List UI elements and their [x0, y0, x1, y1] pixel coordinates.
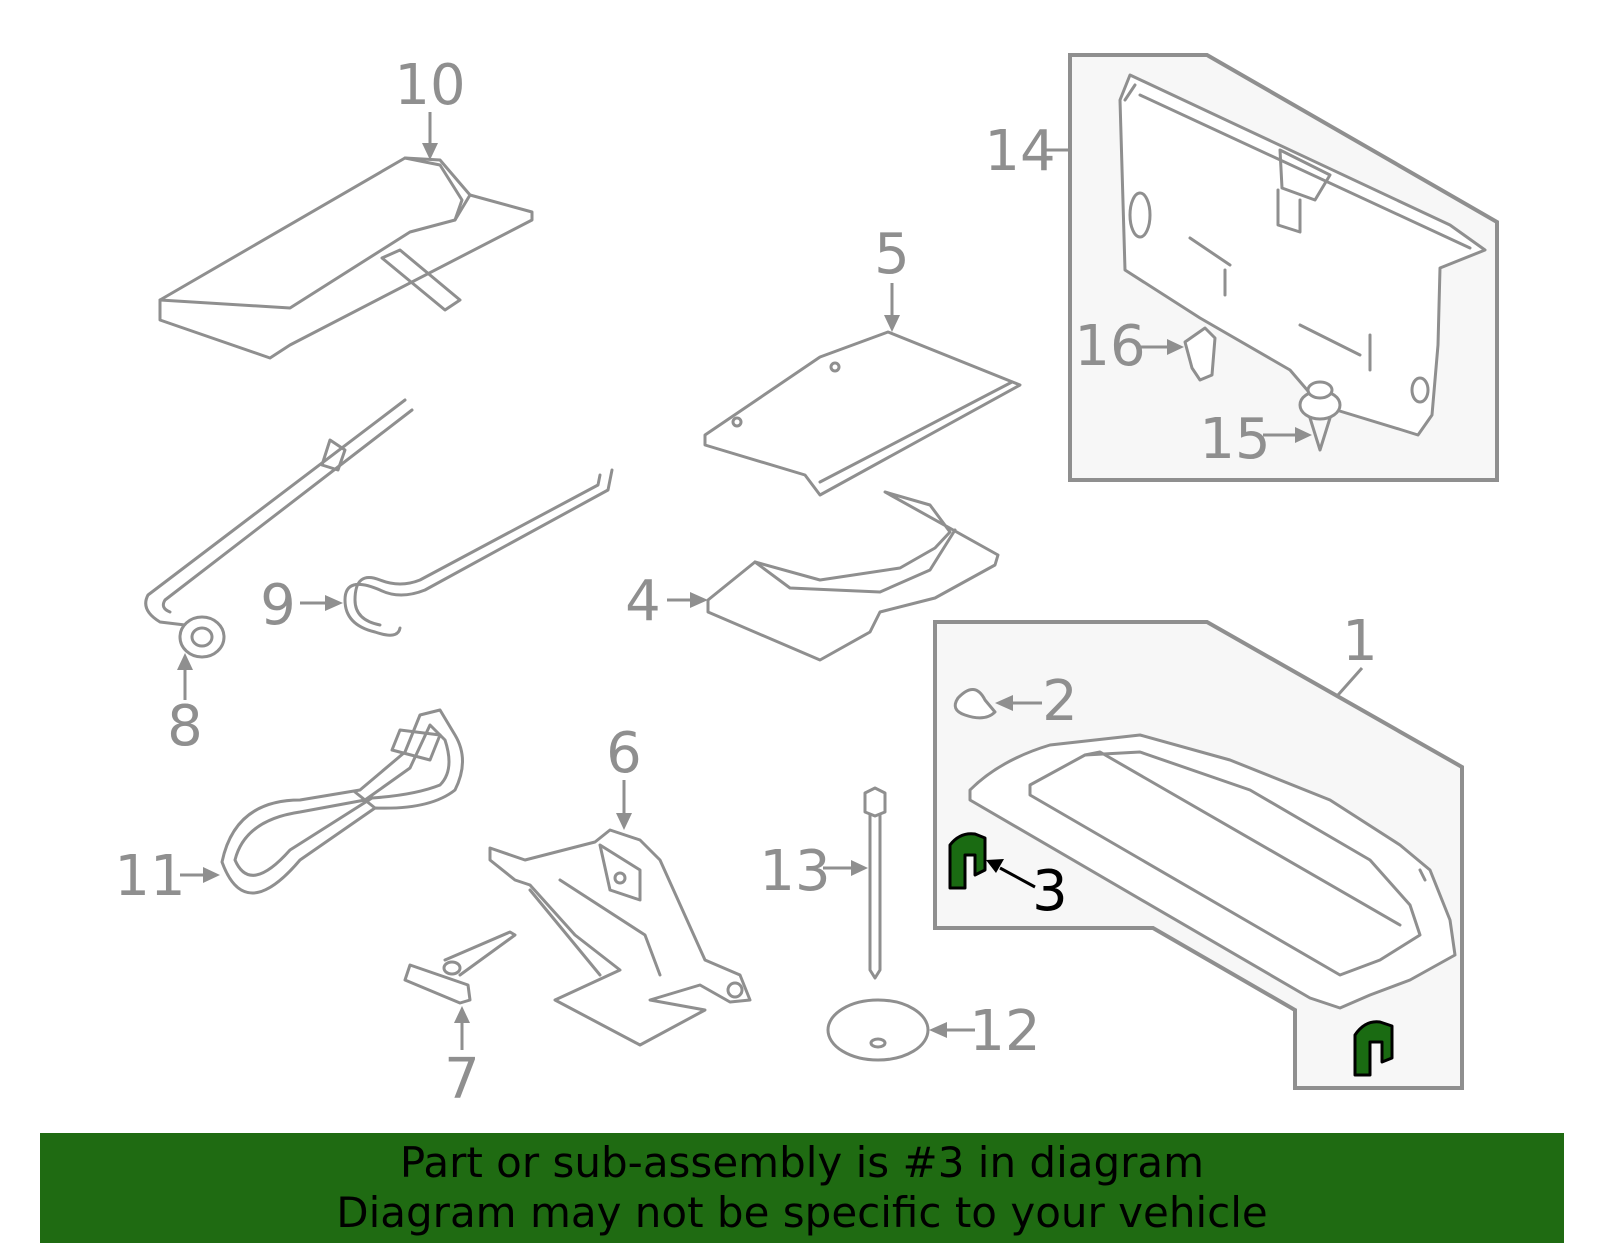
part-7-bolt[interactable]: [403, 930, 517, 1005]
label-9: 9: [260, 573, 296, 638]
part-16-clip[interactable]: [1183, 326, 1217, 382]
part-13-long-bolt[interactable]: [863, 786, 887, 980]
label-15: 15: [1199, 407, 1270, 472]
part-9-jack-handle[interactable]: [343, 468, 614, 637]
part-10-tool-bag[interactable]: [158, 156, 534, 360]
label-2: 2: [1042, 669, 1078, 734]
label-7: 7: [444, 1047, 480, 1112]
part-15-push-pin[interactable]: [1298, 380, 1342, 452]
part-1-package-tray[interactable]: [968, 733, 1457, 1010]
label-3: 3: [1032, 859, 1068, 924]
banner-line-2: Diagram may not be specific to your vehi…: [336, 1188, 1268, 1237]
part-12-disc[interactable]: [826, 998, 930, 1062]
part-3-bracket-left[interactable]: [948, 832, 987, 890]
part-4-tray[interactable]: [706, 490, 1000, 662]
part-8-wheel-wrench[interactable]: [144, 398, 414, 659]
label-4: 4: [625, 569, 661, 634]
banner-line-1: Part or sub-assembly is #3 in diagram: [399, 1138, 1205, 1187]
leader-lines: [177, 112, 1364, 1050]
label-16: 16: [1074, 314, 1145, 379]
part-14-trim-panel[interactable]: [1118, 73, 1487, 437]
label-11: 11: [114, 844, 185, 909]
label-1: 1: [1342, 609, 1378, 674]
label-12: 12: [969, 999, 1040, 1064]
part-5-floor-mat[interactable]: [703, 330, 1022, 497]
part-11-strap[interactable]: [220, 708, 464, 895]
info-banner: Part or sub-assembly is #3 in diagram Di…: [40, 1133, 1564, 1243]
part-6-scissor-jack[interactable]: [488, 828, 752, 1047]
label-6: 6: [606, 721, 642, 786]
label-14: 14: [984, 119, 1055, 184]
label-13: 13: [759, 839, 830, 904]
label-8: 8: [167, 694, 203, 759]
label-10: 10: [394, 53, 465, 118]
part-3-bracket-right[interactable]: [1353, 1020, 1394, 1077]
label-5: 5: [874, 222, 910, 287]
part-2-grommet[interactable]: [953, 688, 997, 720]
